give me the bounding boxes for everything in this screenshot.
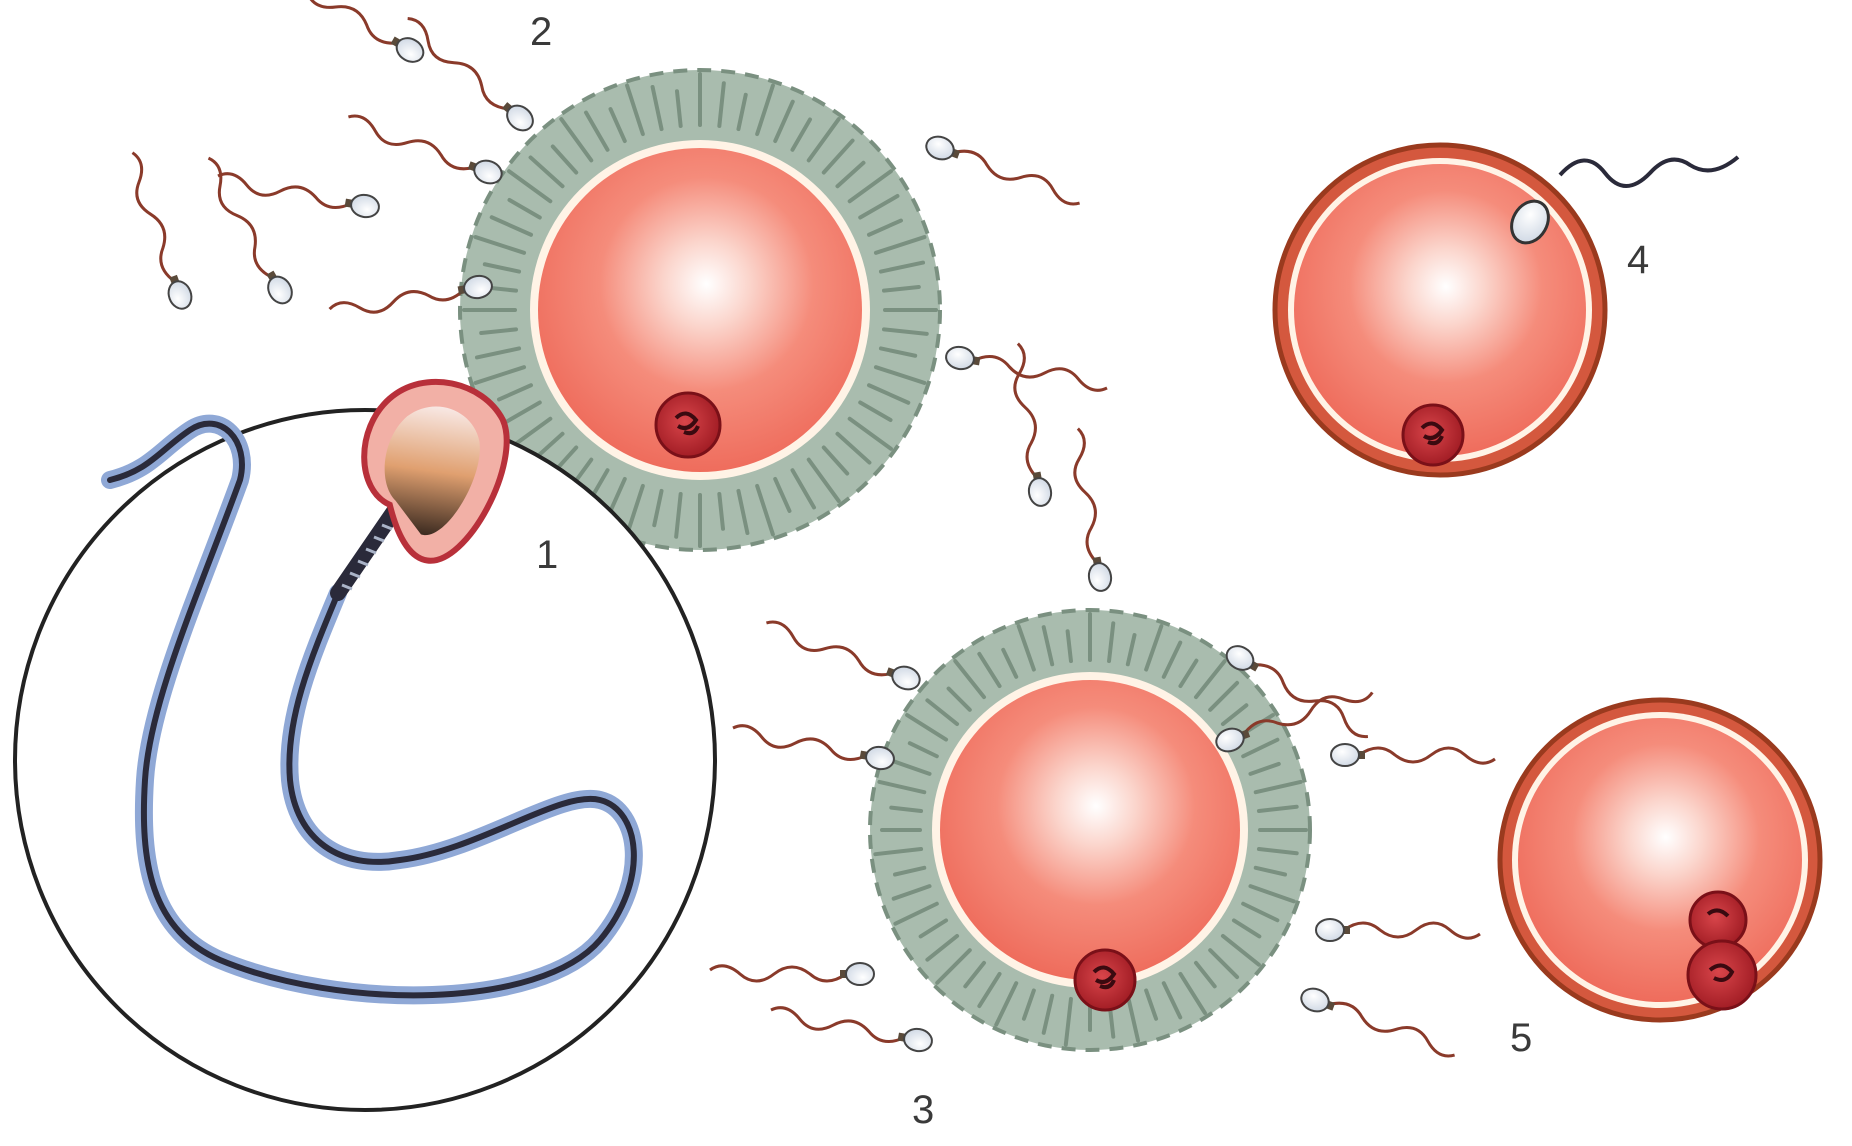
sperm-cell	[710, 963, 874, 985]
sperm-head	[944, 345, 975, 372]
sperm-cell	[195, 155, 296, 308]
sperm-head	[923, 133, 957, 163]
sperm-tail	[199, 156, 280, 281]
sperm-head	[1298, 985, 1332, 1015]
sperm-head	[902, 1027, 933, 1054]
sperm-tail	[731, 724, 868, 763]
sperm-cell	[768, 1003, 933, 1053]
label-4: 4	[1627, 240, 1649, 280]
sperm-head	[1331, 744, 1359, 766]
sperm-tail	[950, 146, 1083, 207]
egg-penetration	[870, 610, 1310, 1050]
label-2: 2	[530, 12, 552, 52]
sperm-head	[1316, 919, 1344, 941]
sperm-cell	[1331, 744, 1495, 766]
sperm-tail	[122, 151, 183, 284]
sperm-tail	[1007, 343, 1046, 480]
egg-fertilization-entry	[1275, 145, 1738, 475]
egg-nucleus	[656, 393, 720, 457]
pronucleus-lower	[1688, 941, 1756, 1009]
sperm-tail	[329, 281, 466, 320]
egg-fused-pronuclei	[1500, 700, 1820, 1020]
sperm-tail	[972, 354, 1109, 393]
sperm-cell	[1298, 985, 1460, 1062]
sperm-tail	[1359, 748, 1495, 763]
sperm-head	[889, 663, 923, 693]
sperm-cell	[398, 13, 538, 135]
magnifier-circle	[15, 410, 715, 1110]
sperm-tail	[277, 0, 402, 49]
sperm-head	[349, 193, 380, 220]
sperm-cell	[761, 616, 923, 693]
sperm-cell	[1063, 427, 1113, 592]
egg-nucleus	[1403, 405, 1463, 465]
sperm-cell	[1316, 919, 1480, 941]
egg-cytoplasm	[1518, 718, 1802, 1002]
egg-cytoplasm	[940, 680, 1240, 980]
sperm-cell	[275, 0, 428, 67]
sperm-head	[1027, 476, 1054, 507]
sperm-tail	[769, 1006, 906, 1045]
sperm-tail	[345, 113, 478, 174]
label-1: 1	[536, 535, 558, 575]
sperm-cell	[118, 150, 195, 312]
sperm-tail	[1067, 428, 1106, 565]
sperm-tail	[216, 172, 353, 211]
sperm-head	[165, 278, 195, 312]
sperm-cell	[730, 721, 895, 771]
sperm-cell	[944, 345, 1109, 395]
sperm-tail	[1344, 923, 1480, 938]
sperm-head	[1087, 561, 1114, 592]
sperm-tail	[401, 15, 515, 114]
label-3: 3	[912, 1090, 934, 1130]
sperm-tail	[1325, 998, 1458, 1059]
sperm-cell	[923, 133, 1085, 210]
sperm-cell	[215, 169, 380, 219]
pronucleus-upper	[1690, 892, 1746, 948]
sperm-cell	[343, 110, 505, 187]
label-5: 5	[1510, 1018, 1532, 1058]
sperm-tail	[1560, 157, 1738, 186]
sperm-head	[846, 963, 874, 985]
sperm-tail	[763, 619, 896, 680]
sperm-tail	[710, 966, 846, 981]
